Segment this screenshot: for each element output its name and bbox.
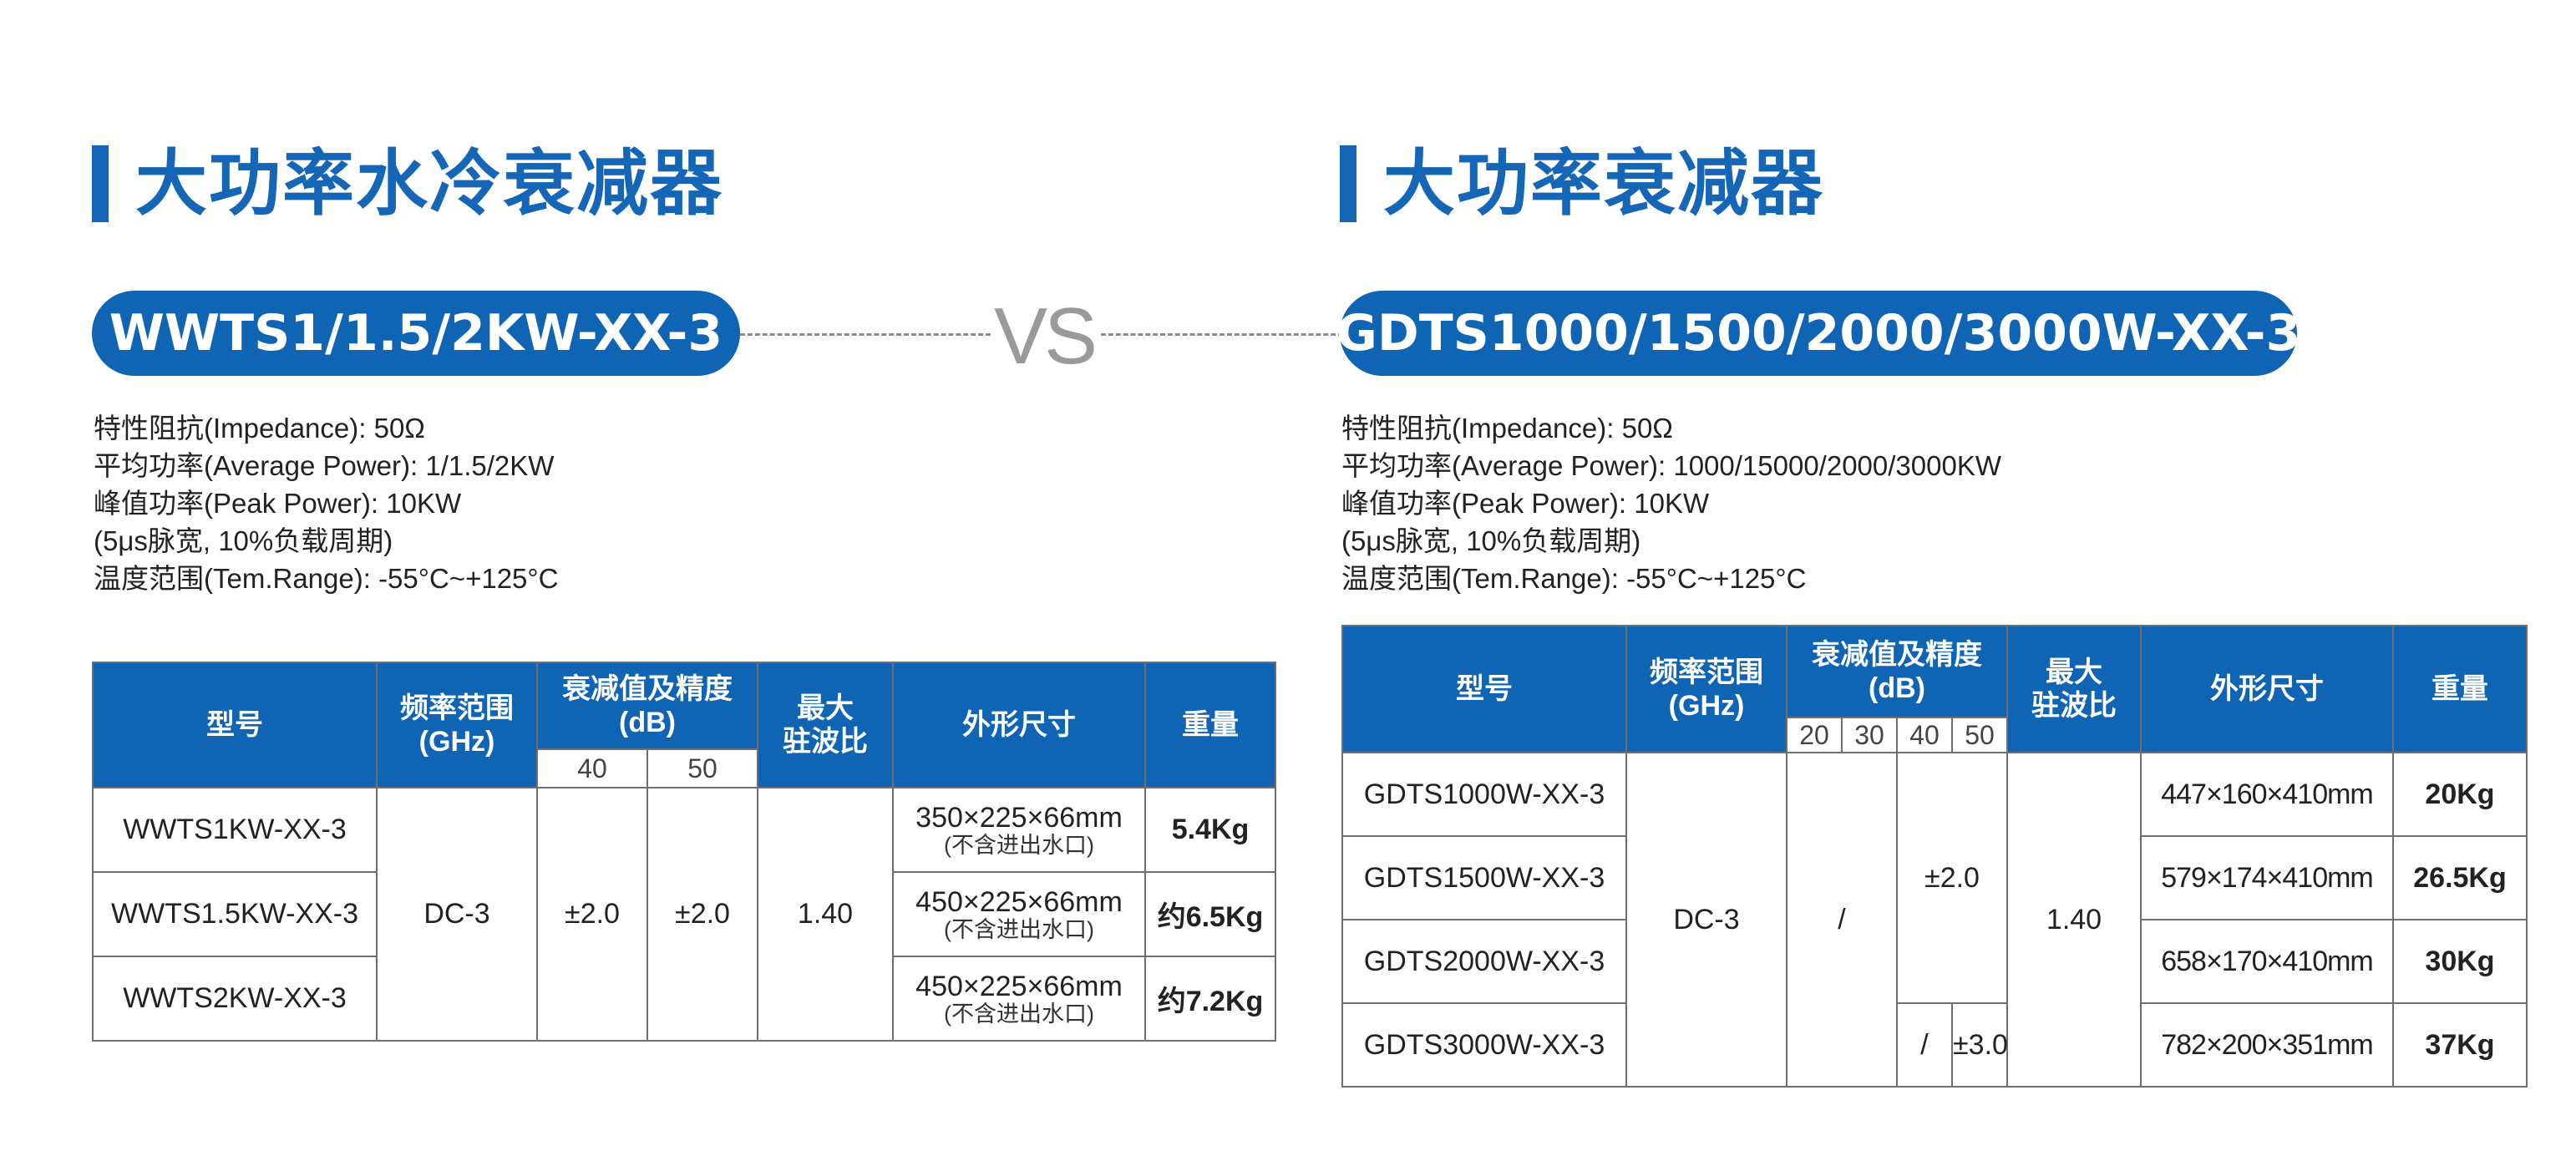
- left-model-pill: WWTS1/1.5/2KW-XX-3: [92, 291, 740, 376]
- cell-vswr: 1.40: [2006, 752, 2142, 1088]
- cell-dimensions: 447×160×410mm: [2140, 752, 2394, 837]
- dimension-note: (不含进出水口): [944, 832, 1094, 858]
- title-accent-bar: [1340, 145, 1356, 222]
- cell-model: WWTS1KW-XX-3: [92, 787, 378, 873]
- cell-dimensions: 782×200×351mm: [2140, 1002, 2394, 1088]
- header-model: 型号: [92, 662, 378, 788]
- cell-model: WWTS1.5KW-XX-3: [92, 871, 378, 957]
- header-frequency-text: 频率范围 (GHz): [400, 692, 514, 758]
- table-row: WWTS2KW-XX-3 450×225×66mm(不含进出水口) 约7.2Kg: [92, 956, 1276, 1042]
- right-title-text: 大功率衰减器: [1383, 144, 1824, 224]
- cell-weight: 30Kg: [2392, 919, 2528, 1004]
- cell-dimensions: 350×225×66mm(不含进出水口): [892, 787, 1146, 873]
- table-row: GDTS3000W-XX-3 / ±3.0 782×200×351mm 37Kg: [1341, 1002, 2528, 1088]
- header-atten-30: 30: [1841, 717, 1898, 753]
- cell-model: GDTS1000W-XX-3: [1341, 752, 1627, 837]
- header-attenuation: 衰减值及精度 (dB): [1786, 625, 2008, 718]
- dimension-value: 450×225×66mm: [915, 970, 1123, 1002]
- cell-weight: 20Kg: [2392, 752, 2528, 837]
- table-row: GDTS1500W-XX-3 579×174×410mm 26.5Kg: [1341, 835, 2528, 920]
- header-atten-50: 50: [1951, 717, 2008, 753]
- table-row: GDTS1000W-XX-3 DC-3 / ±2.0 1.40 447×160×…: [1341, 752, 2528, 1088]
- spec-pulse-note: (5μs脉宽, 10%负载周期): [1341, 525, 1641, 556]
- left-specs: 特性阻抗(Impedance): 50Ω 平均功率(Average Power)…: [94, 409, 558, 597]
- right-specs: 特性阻抗(Impedance): 50Ω 平均功率(Average Power)…: [1341, 409, 2001, 597]
- vs-label: VS: [994, 292, 1098, 381]
- spec-average-power: 平均功率(Average Power): 1000/15000/2000/300…: [1341, 450, 2002, 481]
- header-atten-20: 20: [1786, 717, 1843, 753]
- cell-dimensions: 450×225×66mm(不含进出水口): [892, 871, 1146, 957]
- left-spec-table: 型号 频率范围 (GHz) 衰减值及精度 (dB) 最大 驻波比 外形尺寸 重量…: [92, 662, 1276, 1042]
- header-weight: 重量: [2392, 625, 2528, 753]
- dimension-value: 450×225×66mm: [915, 885, 1123, 918]
- header-attenuation-text: 衰减值及精度 (dB): [562, 673, 733, 738]
- spec-pulse-note: (5μs脉宽, 10%负载周期): [94, 525, 393, 556]
- table-row: GDTS2000W-XX-3 658×170×410mm 30Kg: [1341, 919, 2528, 1004]
- cell-atten-40: /: [1896, 1002, 1953, 1088]
- left-title-text: 大功率水冷衰减器: [135, 144, 723, 224]
- header-dimensions: 外形尺寸: [2140, 625, 2394, 753]
- header-atten-50: 50: [647, 748, 758, 788]
- cell-weight: 5.4Kg: [1144, 787, 1276, 873]
- header-vswr: 最大 驻波比: [757, 662, 894, 788]
- cell-frequency: DC-3: [1625, 752, 1787, 1088]
- cell-dimensions: 579×174×410mm: [2140, 835, 2394, 920]
- spec-average-power: 平均功率(Average Power): 1/1.5/2KW: [94, 450, 555, 481]
- header-model: 型号: [1341, 625, 1627, 753]
- table-row: WWTS1KW-XX-3 DC-3 ±2.0 ±2.0 1.40 350×225…: [92, 787, 1276, 1042]
- table-row: WWTS1.5KW-XX-3 450×225×66mm(不含进出水口) 约6.5…: [92, 871, 1276, 957]
- right-model-pill: GDTS1000/1500/2000/3000W-XX-3: [1336, 291, 2300, 376]
- spec-impedance: 特性阻抗(Impedance): 50Ω: [1341, 413, 1673, 444]
- left-section-title: 大功率水冷衰减器: [92, 145, 723, 222]
- cell-atten-20-30: /: [1786, 752, 1898, 1088]
- spec-peak-power: 峰值功率(Peak Power): 10KW: [94, 488, 462, 519]
- dimension-note: (不含进出水口): [944, 916, 1094, 942]
- cell-weight: 37Kg: [2392, 1002, 2528, 1088]
- dimension-value: 350×225×66mm: [915, 801, 1123, 834]
- title-accent-bar: [92, 145, 109, 222]
- cell-model: GDTS3000W-XX-3: [1341, 1002, 1627, 1088]
- cell-model: GDTS1500W-XX-3: [1341, 835, 1627, 920]
- cell-weight: 约6.5Kg: [1144, 871, 1276, 957]
- dimension-note: (不含进出水口): [944, 1001, 1094, 1027]
- header-vswr-text: 最大 驻波比: [2031, 657, 2117, 722]
- vs-dash-right: [1101, 333, 1343, 336]
- header-frequency: 频率范围 (GHz): [376, 662, 538, 788]
- cell-weight: 26.5Kg: [2392, 835, 2528, 920]
- cell-dimensions: 658×170×410mm: [2140, 919, 2394, 1004]
- cell-model: WWTS2KW-XX-3: [92, 956, 378, 1042]
- cell-dimensions: 450×225×66mm(不含进出水口): [892, 956, 1146, 1042]
- header-vswr-text: 最大 驻波比: [783, 692, 868, 758]
- header-atten-40: 40: [536, 748, 648, 788]
- header-attenuation: 衰减值及精度 (dB): [536, 662, 758, 750]
- header-dimensions: 外形尺寸: [892, 662, 1146, 788]
- header-atten-40: 40: [1896, 717, 1953, 753]
- header-weight: 重量: [1144, 662, 1276, 788]
- spec-impedance: 特性阻抗(Impedance): 50Ω: [94, 413, 425, 444]
- header-frequency: 频率范围 (GHz): [1625, 625, 1787, 753]
- cell-weight: 约7.2Kg: [1144, 956, 1276, 1042]
- cell-atten-40-50: ±2.0: [1896, 752, 2008, 1004]
- header-attenuation-text: 衰减值及精度 (dB): [1812, 639, 1982, 704]
- cell-atten-50: ±3.0: [1951, 1002, 2008, 1088]
- spec-peak-power: 峰值功率(Peak Power): 10KW: [1341, 488, 1710, 519]
- cell-atten-50: ±2.0: [647, 787, 758, 1042]
- cell-vswr: 1.40: [757, 787, 894, 1042]
- spec-temperature: 温度范围(Tem.Range): -55°C~+125°C: [94, 563, 559, 594]
- cell-frequency: DC-3: [376, 787, 538, 1042]
- vs-dash-left: [740, 333, 991, 336]
- right-section-title: 大功率衰减器: [1340, 145, 1824, 222]
- cell-atten-40: ±2.0: [536, 787, 648, 1042]
- header-frequency-text: 频率范围 (GHz): [1650, 657, 1763, 722]
- header-vswr: 最大 驻波比: [2006, 625, 2142, 753]
- cell-model: GDTS2000W-XX-3: [1341, 919, 1627, 1004]
- right-spec-table: 型号 频率范围 (GHz) 衰减值及精度 (dB) 最大 驻波比 外形尺寸 重量…: [1341, 625, 2528, 1088]
- spec-temperature: 温度范围(Tem.Range): -55°C~+125°C: [1341, 563, 1807, 594]
